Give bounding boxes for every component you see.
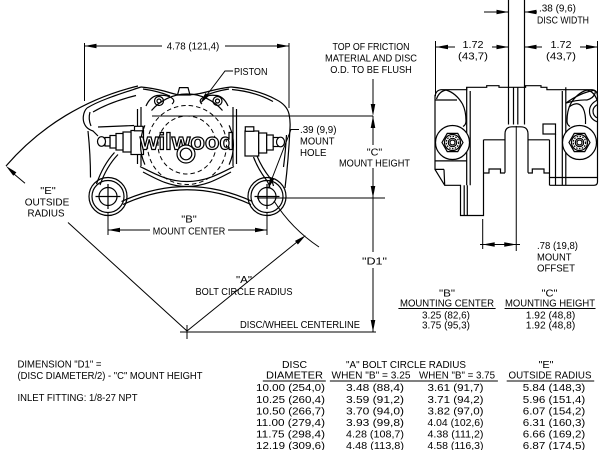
svg-text:OUTSIDE RADIUS: OUTSIDE RADIUS <box>509 370 592 382</box>
svg-text:MATERIAL AND DISC: MATERIAL AND DISC <box>325 53 417 65</box>
svg-text:(43,7): (43,7) <box>458 51 488 63</box>
svg-text:6.31 (160,3): 6.31 (160,3) <box>523 417 586 429</box>
svg-text:WHEN "B" = 3.25: WHEN "B" = 3.25 <box>332 370 411 382</box>
svg-text:DIMENSION "D1" =: DIMENSION "D1" = <box>18 359 102 371</box>
svg-text:.39 (9,9): .39 (9,9) <box>300 124 337 136</box>
svg-text:6.87 (174,5): 6.87 (174,5) <box>523 440 586 450</box>
svg-text:"C": "C" <box>542 288 558 300</box>
svg-text:"D1": "D1" <box>362 256 387 268</box>
svg-text:10.00 (254,0): 10.00 (254,0) <box>256 382 325 394</box>
svg-text:12.19 (309,6): 12.19 (309,6) <box>256 440 325 450</box>
svg-text:MOUNTING CENTER: MOUNTING CENTER <box>400 298 494 310</box>
svg-text:INLET FITTING: 1/8-27 NPT: INLET FITTING: 1/8-27 NPT <box>18 392 139 404</box>
svg-text:1.92 (48,8): 1.92 (48,8) <box>526 310 576 322</box>
svg-text:MOUNTING HEIGHT: MOUNTING HEIGHT <box>505 298 596 310</box>
svg-text:RADIUS: RADIUS <box>28 208 65 220</box>
svg-text:"C": "C" <box>367 147 383 159</box>
svg-text:(DISC DIAMETER/2) - "C" MOUNT: (DISC DIAMETER/2) - "C" MOUNT HEIGHT <box>18 370 204 382</box>
svg-text:PISTON: PISTON <box>234 66 268 78</box>
svg-text:1.72: 1.72 <box>463 39 484 51</box>
svg-text:6.07 (154,2): 6.07 (154,2) <box>523 406 586 418</box>
svg-text:3.25 (82,6): 3.25 (82,6) <box>422 310 470 322</box>
svg-text:1.72: 1.72 <box>551 39 572 51</box>
svg-text:HOLE: HOLE <box>300 147 327 159</box>
svg-text:OFFSET: OFFSET <box>537 263 576 275</box>
svg-text:MOUNT: MOUNT <box>537 252 572 264</box>
svg-text:"B": "B" <box>439 288 455 300</box>
svg-text:OUTSIDE: OUTSIDE <box>25 197 70 209</box>
svg-text:.38 (9,6): .38 (9,6) <box>539 3 576 15</box>
svg-text:"B": "B" <box>181 214 197 226</box>
svg-text:11.00 (279,4): 11.00 (279,4) <box>256 417 325 429</box>
svg-text:MOUNT HEIGHT: MOUNT HEIGHT <box>339 158 411 170</box>
svg-text:WHEN "B" = 3.75: WHEN "B" = 3.75 <box>419 370 495 382</box>
svg-text:.78 (19,8): .78 (19,8) <box>537 240 578 252</box>
svg-text:wilwood: wilwood <box>139 129 234 155</box>
svg-text:DIAMETER: DIAMETER <box>266 370 323 382</box>
svg-text:5.96 (151,4): 5.96 (151,4) <box>523 394 586 406</box>
svg-text:3.75 (95,3): 3.75 (95,3) <box>422 320 470 332</box>
svg-text:O.D. TO BE FLUSH: O.D. TO BE FLUSH <box>330 64 412 76</box>
svg-text:5.84 (148,3): 5.84 (148,3) <box>523 382 586 394</box>
svg-text:3.61 (91,7): 3.61 (91,7) <box>428 382 484 394</box>
svg-text:DISC WIDTH: DISC WIDTH <box>537 15 589 27</box>
svg-text:3.48 (88,4): 3.48 (88,4) <box>346 382 404 394</box>
svg-text:"A": "A" <box>236 274 252 286</box>
svg-text:MOUNT CENTER: MOUNT CENTER <box>153 226 226 238</box>
svg-text:4.38 (111,2): 4.38 (111,2) <box>428 429 484 441</box>
svg-text:4.48 (113,8): 4.48 (113,8) <box>346 440 404 450</box>
svg-text:1.92 (48,8): 1.92 (48,8) <box>526 320 576 332</box>
svg-text:10.25 (260,4): 10.25 (260,4) <box>256 394 325 406</box>
svg-text:6.66 (169,2): 6.66 (169,2) <box>523 429 586 441</box>
svg-text:3.93 (99,8): 3.93 (99,8) <box>346 417 404 429</box>
svg-text:4.04 (102,6): 4.04 (102,6) <box>428 417 484 429</box>
svg-text:3.71 (94,2): 3.71 (94,2) <box>428 394 484 406</box>
svg-text:11.75 (298,4): 11.75 (298,4) <box>256 429 325 441</box>
svg-text:"E": "E" <box>539 359 554 371</box>
svg-text:4.58 (116,3): 4.58 (116,3) <box>428 440 484 450</box>
svg-text:"E": "E" <box>40 185 56 197</box>
svg-text:(43,7): (43,7) <box>546 51 576 63</box>
svg-text:DISC/WHEEL CENTERLINE: DISC/WHEEL CENTERLINE <box>240 319 360 331</box>
svg-text:DISC: DISC <box>282 359 307 371</box>
svg-text:BOLT CIRCLE RADIUS: BOLT CIRCLE RADIUS <box>196 286 293 298</box>
svg-text:"A" BOLT CIRCLE RADIUS: "A" BOLT CIRCLE RADIUS <box>346 359 466 371</box>
svg-text:3.59 (91,2): 3.59 (91,2) <box>346 394 404 406</box>
svg-text:10.50 (266,7): 10.50 (266,7) <box>256 406 325 418</box>
svg-text:3.82 (97,0): 3.82 (97,0) <box>428 406 484 418</box>
svg-text:MOUNT: MOUNT <box>300 136 335 148</box>
svg-text:4.28 (108,7): 4.28 (108,7) <box>346 429 404 441</box>
svg-text:3.70 (94,0): 3.70 (94,0) <box>346 406 404 418</box>
svg-text:4.78 (121,4): 4.78 (121,4) <box>167 41 220 53</box>
svg-text:TOP OF FRICTION: TOP OF FRICTION <box>333 41 410 53</box>
